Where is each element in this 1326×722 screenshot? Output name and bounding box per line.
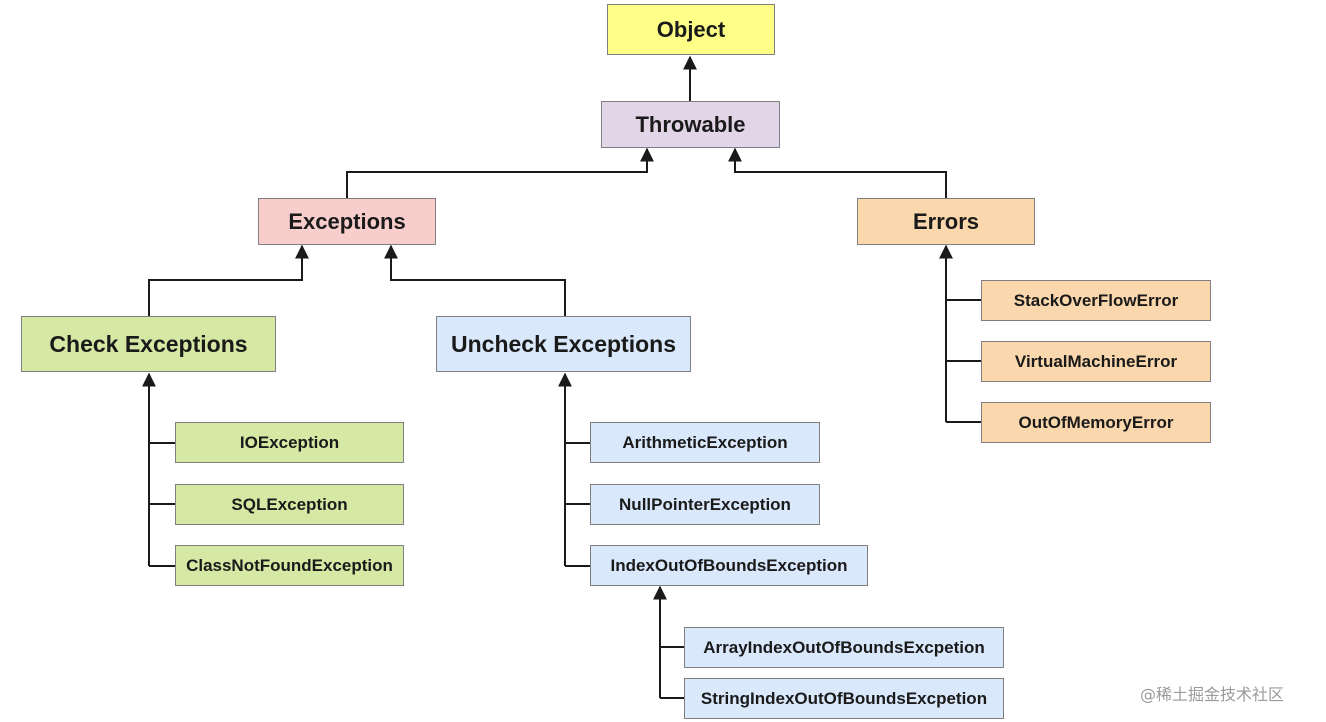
node-uncheck-exceptions: Uncheck Exceptions xyxy=(436,316,691,372)
node-null-pointer-exception: NullPointerException xyxy=(590,484,820,525)
node-exceptions: Exceptions xyxy=(258,198,436,245)
connector-uncheck-exceptions xyxy=(384,244,566,316)
node-io-exception: IOException xyxy=(175,422,404,463)
node-arithmetic-exception: ArithmeticException xyxy=(590,422,820,463)
node-array-index-out-of-bounds-exception: ArrayIndexOutOfBoundsExcpetion xyxy=(684,627,1004,668)
node-string-index-out-of-bounds-exception: StringIndexOutOfBoundsExcpetion xyxy=(684,678,1004,719)
node-check-exceptions: Check Exceptions xyxy=(21,316,276,372)
node-virtual-machine-error: VirtualMachineError xyxy=(981,341,1211,382)
node-class-not-found-exception: ClassNotFoundException xyxy=(175,545,404,586)
watermark-text: @稀土掘金技术社区 xyxy=(1140,685,1285,704)
node-errors: Errors xyxy=(857,198,1035,245)
node-throwable: Throwable xyxy=(601,101,780,148)
node-object: Object xyxy=(607,4,775,55)
node-out-of-memory-error: OutOfMemoryError xyxy=(981,402,1211,443)
node-index-out-of-bounds-exception: IndexOutOfBoundsException xyxy=(590,545,868,586)
connector-exceptions-throwable xyxy=(346,147,654,198)
connector-check-exceptions xyxy=(148,244,309,316)
connector-errors-throwable xyxy=(728,147,947,198)
node-stack-overflow-error: StackOverFlowError xyxy=(981,280,1211,321)
node-sql-exception: SQLException xyxy=(175,484,404,525)
